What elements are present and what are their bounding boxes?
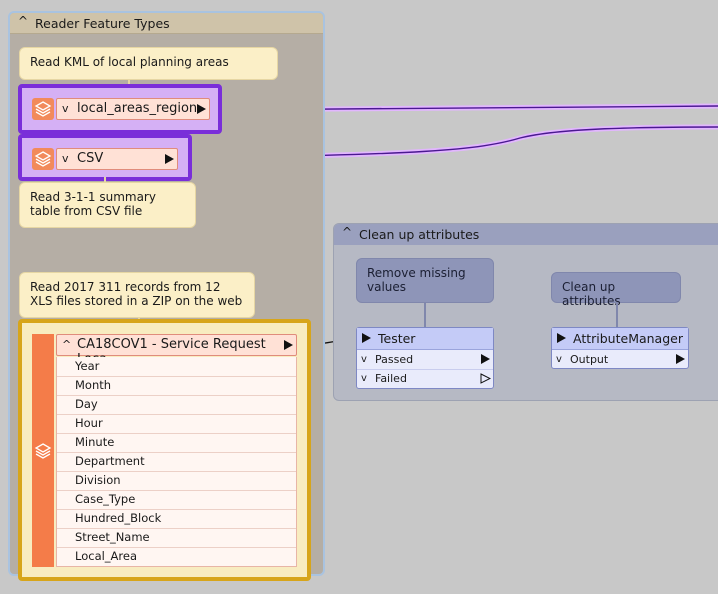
output-port-icon[interactable] xyxy=(481,354,490,364)
port-failed[interactable]: v Failed xyxy=(357,369,493,388)
transformer-attributemanager[interactable]: AttributeManager v Output xyxy=(551,327,689,369)
transformer-title: Tester xyxy=(378,331,416,346)
annotation-text: Remove missing values xyxy=(367,266,466,294)
reader-side-strip xyxy=(32,334,54,567)
attribute-row[interactable]: Day xyxy=(57,395,296,415)
reader-feature-type-kml[interactable]: v local_areas_region xyxy=(18,84,222,134)
transformer-header[interactable]: Tester xyxy=(357,328,493,350)
port-label: Output xyxy=(570,353,609,366)
output-port-icon[interactable] xyxy=(197,104,206,114)
attribute-row[interactable]: Street_Name xyxy=(57,528,296,548)
annotation-text: Clean up attributes xyxy=(562,280,621,308)
feature-type-name: CSV xyxy=(77,151,104,166)
bookmark-header[interactable]: ^ Clean up attributes xyxy=(334,224,718,245)
port-output[interactable]: v Output xyxy=(552,350,688,369)
chevron-up-icon[interactable]: ^ xyxy=(342,225,353,239)
input-port-icon[interactable] xyxy=(362,333,371,343)
reader-feature-type-csv[interactable]: v CSV xyxy=(18,134,192,181)
attribute-row[interactable]: Division xyxy=(57,471,296,491)
bookmark-header[interactable]: ^ Reader Feature Types xyxy=(10,13,323,34)
annotation-text: Read KML of local planning areas xyxy=(30,55,229,69)
input-port-icon[interactable] xyxy=(557,333,566,343)
annotation-pointer xyxy=(616,302,618,327)
attribute-list: Year Month Day Hour Minute Department Di… xyxy=(56,357,297,567)
attribute-row[interactable]: Hour xyxy=(57,414,296,434)
layers-icon xyxy=(32,148,54,170)
annotation-csv[interactable]: Read 3-1-1 summary table from CSV file xyxy=(19,182,196,228)
chevron-up-icon[interactable]: ^ xyxy=(18,14,29,28)
port-label: Failed xyxy=(375,372,407,385)
port-passed[interactable]: v Passed xyxy=(357,350,493,370)
annotation-xls[interactable]: Read 2017 311 records from 12 XLS files … xyxy=(19,272,255,318)
chevron-down-icon[interactable]: v xyxy=(556,354,562,365)
output-port-icon[interactable] xyxy=(165,154,174,164)
annotation-pointer xyxy=(104,177,106,184)
bookmark-title: Reader Feature Types xyxy=(35,16,170,31)
annotation-pointer xyxy=(424,302,426,327)
output-port-icon[interactable] xyxy=(284,340,293,350)
feature-type-bar[interactable]: v local_areas_region xyxy=(56,98,210,120)
transformer-tester[interactable]: Tester v Passed v Failed xyxy=(356,327,494,389)
attribute-row[interactable]: Department xyxy=(57,452,296,472)
attribute-row[interactable]: Hundred_Block xyxy=(57,509,296,529)
reader-feature-type-xls[interactable]: ^ CA18COV1 - Service Request Loca Year M… xyxy=(18,319,311,581)
attribute-row[interactable]: Minute xyxy=(57,433,296,453)
annotation-text: Read 3-1-1 summary table from CSV file xyxy=(30,190,156,218)
annotation-kml[interactable]: Read KML of local planning areas xyxy=(19,47,278,80)
attribute-row[interactable]: Local_Area xyxy=(75,549,138,563)
layers-icon xyxy=(32,98,54,120)
feature-type-bar[interactable]: ^ CA18COV1 - Service Request Loca xyxy=(56,334,297,367)
bookmark-title: Clean up attributes xyxy=(359,227,480,242)
output-port-icon[interactable] xyxy=(676,354,685,364)
chevron-down-icon[interactable]: v xyxy=(361,354,367,365)
feature-type-bar[interactable]: v CSV xyxy=(56,148,178,170)
layers-icon xyxy=(32,440,54,462)
attribute-row[interactable]: Year xyxy=(57,357,296,377)
chevron-down-icon[interactable]: v xyxy=(62,152,69,165)
attribute-row[interactable]: Case_Type xyxy=(57,490,296,510)
feature-type-name: local_areas_region xyxy=(77,101,198,116)
chevron-down-icon[interactable]: v xyxy=(361,373,367,384)
chevron-down-icon[interactable]: v xyxy=(62,102,69,115)
annotation-text: Read 2017 311 records from 12 XLS files … xyxy=(30,280,243,308)
annotation-tester[interactable]: Remove missing values xyxy=(356,258,494,303)
output-port-hollow-icon[interactable] xyxy=(480,373,491,384)
transformer-title: AttributeManager xyxy=(573,331,683,346)
transformer-header[interactable]: AttributeManager xyxy=(552,328,688,350)
attribute-row[interactable]: Month xyxy=(57,376,296,396)
port-label: Passed xyxy=(375,353,414,366)
bookmark-clean-up-attributes[interactable]: ^ Clean up attributes xyxy=(333,223,718,401)
chevron-up-icon[interactable]: ^ xyxy=(62,338,72,351)
annotation-attrmgr[interactable]: Clean up attributes xyxy=(551,272,681,308)
